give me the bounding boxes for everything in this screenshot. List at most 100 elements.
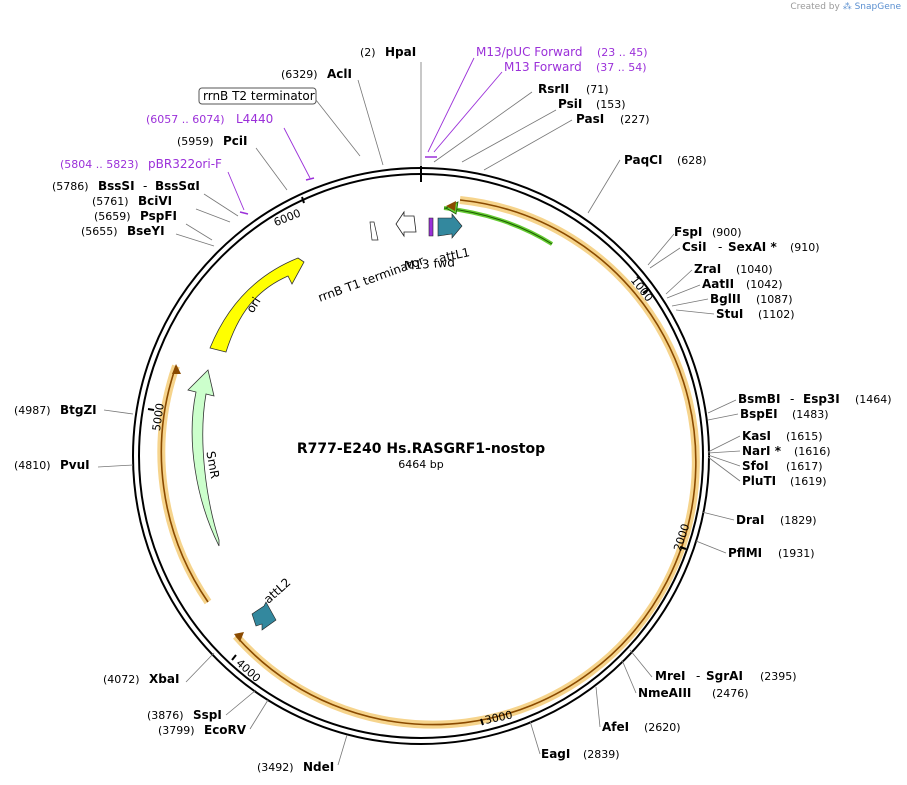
enzyme-leader-lines <box>97 62 741 766</box>
primer-m13puc: M13/pUC Forward <box>476 45 583 59</box>
enzyme-nari: NarI * <box>742 444 782 458</box>
feature-rrnb-t2-marker[interactable] <box>369 221 379 241</box>
enzyme-sspi-pos: (3876) <box>147 709 184 722</box>
enzyme-mrei: MreI <box>655 669 685 683</box>
enzyme-eagi: EagI <box>541 747 570 761</box>
enzyme-ndei: NdeI <box>303 760 334 774</box>
enzyme-bsmbi: BsmBI <box>738 392 780 406</box>
enzyme-dash: - <box>696 669 700 683</box>
enzyme-zrai-pos: (1040) <box>736 263 773 276</box>
feature-attl1[interactable]: attL1 <box>438 213 471 265</box>
enzyme-sexai: SexAI * <box>728 240 777 254</box>
enzyme-nmeaiii-pos: (2476) <box>712 687 749 700</box>
feature-smr[interactable]: SmR <box>187 369 222 547</box>
snapgene-credit: Created by ⁂ SnapGene <box>790 2 901 12</box>
enzyme-rsrii-pos: (71) <box>586 83 609 96</box>
primer-m13fwd: M13 Forward <box>504 60 582 74</box>
tick-label: 2000 <box>671 522 692 553</box>
enzyme-bsssi: BssSI <box>98 179 135 193</box>
enzyme-sspi: SspI <box>193 708 222 722</box>
enzyme-pflmi: PflMI <box>728 546 762 560</box>
enzyme-mrei-pos: (2395) <box>760 670 797 683</box>
enzyme-bglii-pos: (1087) <box>756 293 793 306</box>
enzyme-xbai-pos: (4072) <box>103 673 140 686</box>
enzyme-nari-pos: (1616) <box>794 445 831 458</box>
enzyme-pluti: PluTI <box>742 474 776 488</box>
enzyme-aatii: AatII <box>702 277 734 291</box>
plasmid-name: R777-E240 Hs.RASGRF1-nostop <box>297 441 545 457</box>
enzyme-dash: - <box>718 240 722 254</box>
enzyme-psii: PsiI <box>558 97 582 111</box>
primer-l4440-range: (6057 .. 6074) <box>146 113 225 126</box>
enzyme-fspi-pos: (900) <box>712 226 742 239</box>
feature-m13fwd[interactable]: M13 fwd <box>404 217 456 273</box>
feature-ori[interactable]: ori <box>209 257 305 353</box>
orf-arc-main <box>233 196 700 729</box>
enzyme-hpai-pos: (2) <box>360 46 376 59</box>
enzyme-bspei: BspEI <box>740 407 778 421</box>
enzyme-pspfi: PspFI <box>140 209 177 223</box>
rrnb-t2-label-box[interactable]: rrnB T2 terminator <box>198 87 361 157</box>
feature-attl1-label: attL1 <box>438 245 471 265</box>
enzyme-pluti-pos: (1619) <box>790 475 827 488</box>
rrnb-t2-label: rrnB T2 terminator <box>203 89 315 103</box>
enzyme-btgzi: BtgZI <box>60 403 97 417</box>
enzyme-drai-pos: (1829) <box>780 514 817 527</box>
enzyme-bseyi-pos: (5655) <box>81 225 118 238</box>
enzyme-sgrai: SgrAI <box>706 669 743 683</box>
enzyme-acli: AclI <box>327 67 352 81</box>
enzyme-stui-pos: (1102) <box>758 308 795 321</box>
tick-label: 3000 <box>484 708 514 727</box>
primer-pbr322-range: (5804 .. 5823) <box>60 158 139 171</box>
primer-m13puc-range: (23 .. 45) <box>597 46 648 59</box>
enzyme-pcii: PciI <box>223 134 248 148</box>
feature-attl2-label: attL2 <box>261 575 293 606</box>
enzyme-dash: - <box>790 392 794 406</box>
enzyme-bspei-pos: (1483) <box>792 408 829 421</box>
enzyme-psii-pos: (153) <box>596 98 626 111</box>
primer-leader-lines <box>227 57 503 211</box>
primer-labels: M13/pUC Forward (23 .. 45) M13 Forward (… <box>60 45 648 171</box>
tick-2000: 2000 <box>671 522 692 553</box>
enzyme-labels-right: RsrII (71) PsiI (153) PasI (227) PaqCI (… <box>538 82 892 761</box>
enzyme-bcivi-pos: (5761) <box>92 195 129 208</box>
orf-arrowheads <box>172 201 456 642</box>
feature-attl2[interactable]: attL2 <box>251 575 293 631</box>
feature-m13fwd-label: M13 fwd <box>404 255 456 273</box>
primer-pbr322: pBR322ori-F <box>148 157 222 171</box>
orf-arc-main-core <box>235 199 697 726</box>
enzyme-pvui: PvuI <box>60 458 90 472</box>
primer-markers <box>239 156 437 215</box>
feature-smr-label: SmR <box>203 450 222 480</box>
enzyme-ndei-pos: (3492) <box>257 761 294 774</box>
enzyme-paqci: PaqCI <box>624 153 662 167</box>
enzyme-pasi-pos: (227) <box>620 113 650 126</box>
tick-5000: 5000 <box>147 402 167 432</box>
snapgene-logo-icon: ⁂ <box>842 2 852 12</box>
enzyme-dash: - <box>143 179 147 193</box>
enzyme-sfoi: SfoI <box>742 459 769 473</box>
enzyme-rsrii: RsrII <box>538 82 569 96</box>
enzyme-csii: CsiI <box>682 240 707 254</box>
enzyme-bglii: BglII <box>710 292 741 306</box>
enzyme-pspfi-pos: (5659) <box>94 210 131 223</box>
credit-brand: SnapGene <box>854 2 901 12</box>
enzyme-bseyi: BseYI <box>127 224 165 238</box>
orf-arc-left-core <box>160 365 209 603</box>
enzyme-stui: StuI <box>716 307 743 321</box>
enzyme-ecorv: EcoRV <box>204 723 247 737</box>
enzyme-paqci-pos: (628) <box>677 154 707 167</box>
enzyme-zrai: ZraI <box>694 262 721 276</box>
tick-3000: 3000 <box>480 708 514 727</box>
primer-l4440: L4440 <box>236 112 273 126</box>
feature-rrnb-t1-label: rrnB T1 terminator <box>316 253 426 304</box>
enzyme-nmeaiii: NmeAIII <box>638 686 691 700</box>
enzyme-aatii-pos: (1042) <box>746 278 783 291</box>
enzyme-drai: DraI <box>736 513 764 527</box>
enzyme-bsmbi-pos: (1464) <box>855 393 892 406</box>
enzyme-sfoi-pos: (1617) <box>786 460 823 473</box>
enzyme-xbai: XbaI <box>149 672 179 686</box>
enzyme-pasi: PasI <box>576 112 604 126</box>
enzyme-eagi-pos: (2839) <box>583 748 620 761</box>
